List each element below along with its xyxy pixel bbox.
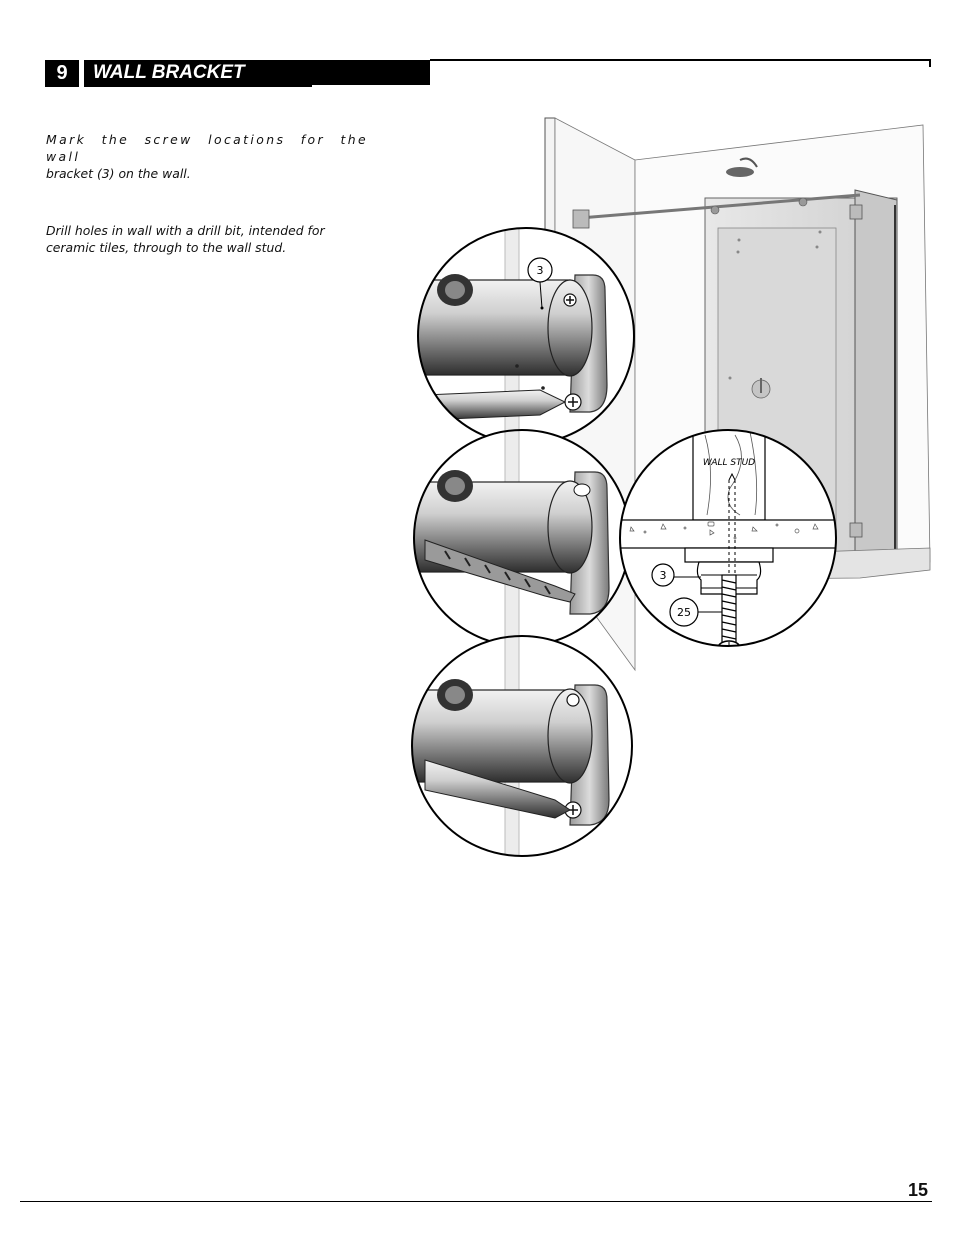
instruction-mark-line1: Mark the screw locations for the wall: [46, 132, 368, 164]
wall-bracket-illustration: 3: [411, 117, 931, 857]
detail-mark-screw-locations: 3: [417, 227, 635, 445]
header-rule: [430, 59, 931, 61]
step-title: WALL BRACKET: [84, 60, 312, 87]
detail-wall-stud-section: WALL STUD 3 25: [619, 429, 837, 647]
header-rule-end: [929, 59, 931, 67]
title-bar-extension: [312, 60, 430, 85]
instruction-drill: Drill holes in wall with a drill bit, in…: [46, 222, 368, 256]
step-number: 9: [56, 62, 68, 84]
page-number: 15: [907, 1180, 928, 1200]
section-callout-bracket: 3: [660, 569, 667, 582]
instruction-mark-line2: bracket (3) on the wall.: [46, 166, 191, 181]
detail-install-bracket: [411, 635, 633, 857]
instruction-drill-line2: ceramic tiles, through to the wall stud.: [46, 240, 287, 255]
footer-rule: [20, 1201, 932, 1202]
step-number-badge: 9: [45, 60, 79, 87]
instruction-drill-line1: Drill holes in wall with a drill bit, in…: [46, 223, 325, 238]
section-callout-screw: 25: [677, 606, 691, 619]
wall-stud-label: WALL STUD: [703, 458, 755, 468]
callout-bracket-number: 3: [537, 264, 544, 277]
instruction-mark: Mark the screw locations for the wall br…: [46, 131, 368, 182]
